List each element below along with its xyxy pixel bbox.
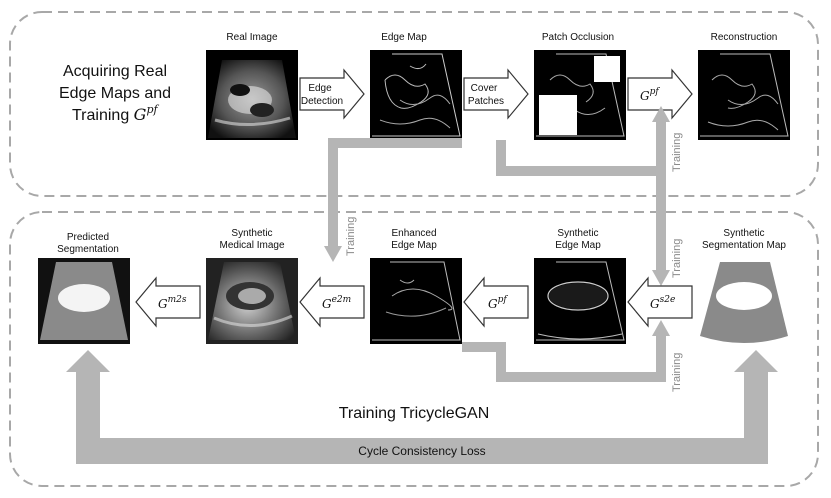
cycle-consistency-connector [66,350,778,464]
occlusion-patch-small [594,56,620,82]
label-synthetic-seg-2: Segmentation Map [702,240,786,251]
arrow-gpf-top [627,68,693,120]
top-title-line1: Acquiring Real [63,63,167,80]
gs2e-label: Gs2e [650,295,675,311]
training-connector-right [652,176,670,286]
cover-patches-label-2: Patches [468,96,504,107]
label-synthetic-edge-2: Edge Map [555,240,601,251]
reconstruction-thumbnail [698,50,790,140]
arrow-cover-patches [463,68,529,120]
label-enhanced-2: Edge Map [391,240,437,251]
arrow-gpf-bottom [463,276,529,328]
label-synthetic-seg-1: Synthetic [723,228,764,239]
predicted-segmentation-thumbnail [38,258,130,344]
arrow-edge-detection [299,68,365,120]
label-predicted-2: Segmentation [57,244,119,255]
arrow-gs2e [627,276,693,328]
label-synthetic-edge-1: Synthetic [557,228,598,239]
synthetic-segmentation-map-thumbnail [698,258,790,344]
synthetic-edge-map-thumbnail [534,258,626,344]
gpf-bottom-label: Gpf [488,295,508,311]
training-connector-bottom [462,320,670,382]
top-title-line3: Training Gpf [72,103,159,124]
label-enhanced-1: Enhanced [391,228,436,239]
gm2s-label: Gm2s [158,295,187,311]
gpf-top-label: Gpf [640,87,660,103]
edge-detection-label-1: Edge [308,83,332,94]
label-synthetic-medical-2: Medical Image [219,240,284,251]
arrow-gm2s [135,276,201,328]
training-label-right-top: Training [671,239,683,278]
training-label-top: Training [671,133,683,172]
edge-detection-label-2: Detection [301,96,343,107]
label-synthetic-medical-1: Synthetic [231,228,272,239]
top-panel-border [9,11,819,197]
edge-map-thumbnail [370,50,462,140]
enhanced-edge-map-thumbnail [370,258,462,344]
bottom-title: Training TricycleGAN [339,405,490,422]
label-patch-occlusion: Patch Occlusion [542,32,614,43]
cover-patches-label-1: Cover [471,83,498,94]
label-reconstruction: Reconstruction [711,32,778,43]
real-image-thumbnail [206,50,298,140]
training-label-left: Training [345,217,357,256]
top-title-line2: Edge Maps and [59,85,171,102]
synthetic-medical-image-thumbnail [206,258,298,344]
ge2m-label: Ge2m [322,295,351,311]
patch-occlusion-thumbnail [534,50,626,140]
bottom-panel-border [9,211,819,487]
occlusion-patch-large [539,95,577,135]
label-real-image: Real Image [226,32,278,43]
training-connector-left [324,138,462,262]
training-label-right-bottom: Training [671,353,683,392]
label-edge-map: Edge Map [381,32,427,43]
cycle-consistency-label: Cycle Consistency Loss [358,444,485,458]
label-predicted-1: Predicted [67,232,109,243]
arrow-ge2m [299,276,365,328]
training-connector-top [496,106,670,176]
